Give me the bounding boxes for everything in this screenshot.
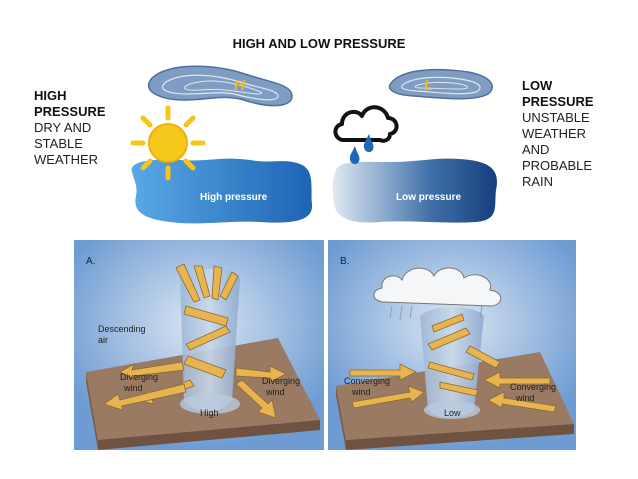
sun-icon bbox=[130, 105, 206, 181]
page-title: HIGH AND LOW PRESSURE bbox=[232, 36, 406, 51]
high-pressure-blob bbox=[131, 158, 313, 224]
figure-b-converging-right-label-2: wind bbox=[515, 393, 535, 403]
figure-a-diverging-right-label-1: Diverging bbox=[262, 376, 300, 386]
figure-b-low: B. Converging wind Converging wind Low bbox=[328, 240, 576, 450]
high-heading-2: PRESSURE bbox=[34, 104, 106, 119]
figure-a-diverging-left-label-1: Diverging bbox=[120, 372, 158, 382]
figure-b-center-label: Low bbox=[444, 408, 461, 418]
high-pressure-caption: HIGH PRESSURE DRY AND STABLE WEATHER bbox=[34, 88, 124, 168]
figure-a-diverging-left-label-2: wind bbox=[123, 383, 143, 393]
high-symbol: H bbox=[234, 77, 246, 94]
low-heading-1: LOW bbox=[522, 78, 553, 93]
low-isobar-shape bbox=[388, 69, 493, 100]
low-pressure-blob bbox=[332, 158, 497, 223]
figure-b-letter: B. bbox=[340, 256, 349, 267]
low-heading-2: PRESSURE bbox=[522, 94, 594, 109]
figure-a-center-label: High bbox=[200, 408, 219, 418]
high-body-2: STABLE bbox=[34, 136, 83, 151]
low-body-1: UNSTABLE bbox=[522, 110, 590, 125]
high-body-1: DRY AND bbox=[34, 120, 92, 135]
rain-cloud-icon bbox=[333, 105, 399, 164]
figure-a-letter: A. bbox=[86, 256, 95, 267]
figure-b-converging-right-label-1: Converging bbox=[510, 382, 556, 392]
figure-b-converging-left-label-2: wind bbox=[351, 387, 371, 397]
high-pressure-label: High pressure bbox=[200, 192, 268, 203]
low-pressure-caption: LOW PRESSURE UNSTABLE WEATHER AND PROBAB… bbox=[522, 78, 622, 190]
figure-a-descending-label-2: air bbox=[98, 335, 108, 345]
low-body-3: AND bbox=[522, 142, 550, 157]
low-body-5: RAIN bbox=[522, 174, 554, 189]
low-body-4: PROBABLE bbox=[522, 158, 593, 173]
high-heading-1: HIGH bbox=[34, 88, 67, 103]
high-isobar-shape bbox=[147, 65, 293, 107]
high-body-3: WEATHER bbox=[34, 152, 99, 167]
low-body-2: WEATHER bbox=[522, 126, 587, 141]
figure-a-diverging-right-label-2: wind bbox=[265, 387, 285, 397]
low-symbol: L bbox=[424, 77, 433, 94]
low-pressure-label: Low pressure bbox=[396, 192, 461, 203]
figure-b-converging-left-label-1: Converging bbox=[344, 376, 390, 386]
storm-cloud-icon bbox=[373, 267, 502, 321]
figure-a-descending-label-1: Descending bbox=[98, 324, 146, 334]
